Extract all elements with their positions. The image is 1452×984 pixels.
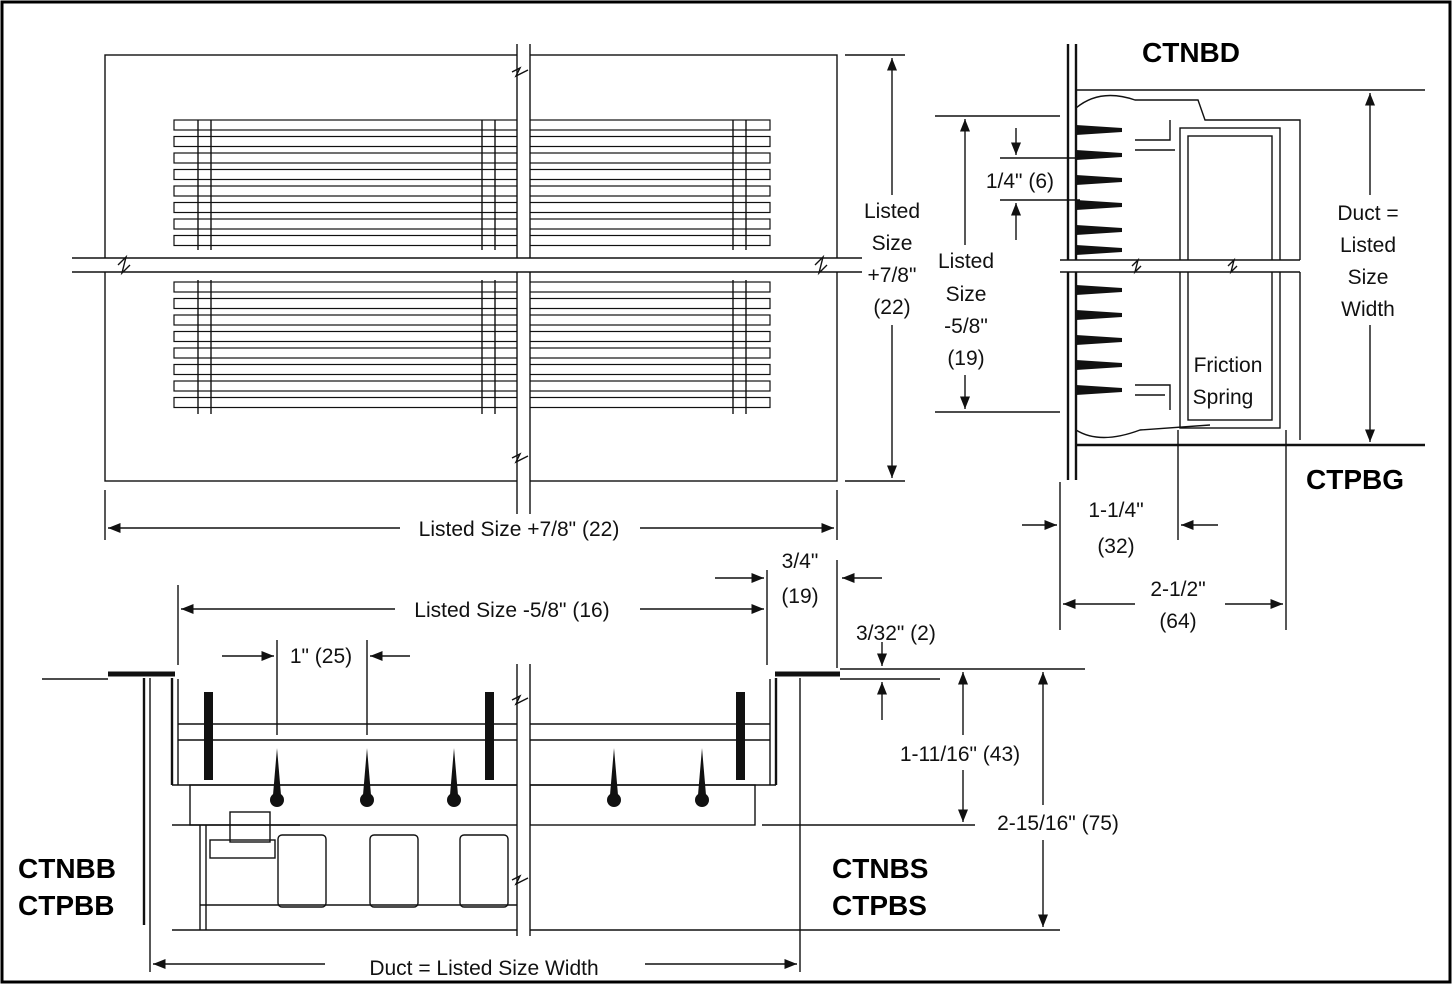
- dim-front-height-plus: Listed Size +7/8" (22): [845, 54, 920, 482]
- section-blade: [698, 748, 706, 795]
- model-label-ctnbd: CTNBD: [1142, 37, 1240, 68]
- blade: [173, 201, 771, 214]
- blade: [173, 152, 771, 164]
- duct-width-side-line4: Width: [1341, 298, 1395, 321]
- section-blade-pivot: [695, 793, 709, 807]
- section-blade-tips: [270, 748, 709, 807]
- flange-line1: 3/4": [782, 550, 819, 573]
- blade: [173, 314, 771, 326]
- dim-front-width-minus: Listed Size -5/8" (16): [177, 570, 768, 665]
- side-blade-wedge: [1076, 175, 1122, 185]
- model-label-ctpbs: CTPBS: [832, 890, 927, 921]
- blade-spacing-label: 1/4" (6): [986, 170, 1054, 193]
- front-view: [72, 44, 862, 514]
- front-width-minus-label: Listed Size -5/8" (16): [414, 599, 609, 622]
- side-blade-wedge: [1076, 245, 1122, 255]
- side-blade-wedge: [1076, 200, 1122, 210]
- dim-duct-width-bottom: Duct = Listed Size Width: [149, 930, 801, 980]
- duct-width-side-line3: Size: [1348, 266, 1389, 289]
- side-blade-wedges: [1076, 125, 1122, 395]
- dim-flange-thickness: 3/32" (2): [856, 622, 936, 720]
- side-height-minus-line3: -5/8": [944, 315, 988, 338]
- section-blade-pivot: [360, 793, 374, 807]
- friction-spring-note: Friction Spring: [1193, 354, 1263, 409]
- side-blade-wedge: [1076, 335, 1122, 345]
- blade: [173, 281, 771, 293]
- front-height-plus-line2: Size: [872, 232, 913, 255]
- side-blade-wedge: [1076, 360, 1122, 370]
- dim-duct-width-side: Duct = Listed Size Width: [1337, 93, 1399, 442]
- depth-short-line1: 1-1/4": [1088, 499, 1143, 522]
- side-height-minus-line4: (19): [947, 347, 984, 370]
- model-label-ctpbg: CTPBG: [1306, 464, 1404, 495]
- break-mark: [511, 66, 529, 78]
- dim-side-depth-long: 2-1/2" (64): [1063, 430, 1287, 633]
- section-blade: [610, 748, 618, 795]
- section-view: [42, 664, 1085, 936]
- blade-group-top: [173, 119, 771, 247]
- duct-width-side-line2: Listed: [1340, 234, 1396, 257]
- front-height-plus-line4: (22): [873, 296, 910, 319]
- section-blade: [273, 748, 281, 795]
- model-label-ctnbb: CTNBB: [18, 853, 116, 884]
- dim-blade-pitch: 1" (25): [222, 640, 410, 735]
- model-label-ctpbb: CTPBB: [18, 890, 114, 921]
- blade: [173, 135, 771, 148]
- blade: [173, 119, 771, 131]
- side-view: [1060, 44, 1425, 480]
- front-width-plus-label: Listed Size +7/8" (22): [419, 518, 620, 541]
- duct-width-side-line1: Duct =: [1337, 202, 1398, 225]
- blade: [173, 234, 771, 247]
- duct-width-bottom-label: Duct = Listed Size Width: [369, 957, 598, 980]
- blade: [173, 168, 771, 181]
- dim-front-width-plus: Listed Size +7/8" (22): [104, 490, 838, 541]
- side-blade-wedge: [1076, 285, 1122, 295]
- section-blade-pivot: [270, 793, 284, 807]
- blade: [173, 380, 771, 392]
- flange-thickness-label: 3/32" (2): [856, 622, 936, 645]
- friction-spring-line2: Spring: [1193, 386, 1254, 409]
- blade-group-bottom: [173, 281, 771, 409]
- depth-long-line2: (64): [1159, 610, 1196, 633]
- side-blade-wedge: [1076, 310, 1122, 320]
- side-blade-wedge: [1076, 125, 1122, 135]
- side-height-minus-line1: Listed: [938, 250, 994, 273]
- friction-spring-line1: Friction: [1194, 354, 1263, 377]
- dim-section-depth-long: 2-15/16" (75): [997, 672, 1119, 927]
- blade-supports: [197, 120, 747, 414]
- section-blade-pivot: [607, 793, 621, 807]
- depth-long-line1: 2-1/2": [1150, 578, 1205, 601]
- section-blade: [363, 748, 371, 795]
- blade: [173, 347, 771, 359]
- section-depth-long-label: 2-15/16" (75): [997, 812, 1119, 835]
- side-blade-wedge: [1076, 150, 1122, 160]
- blade-pitch-label: 1" (25): [290, 645, 352, 668]
- section-depth-short-label: 1-11/16" (43): [900, 743, 1020, 766]
- side-blade-wedge: [1076, 385, 1122, 395]
- flange-line2: (19): [781, 585, 818, 608]
- side-height-minus-line2: Size: [946, 283, 987, 306]
- model-label-ctnbs: CTNBS: [832, 853, 928, 884]
- side-blade-wedge: [1076, 225, 1122, 235]
- dim-blade-spacing: 1/4" (6): [986, 128, 1080, 240]
- section-blade-pivot: [447, 793, 461, 807]
- blade: [173, 396, 771, 409]
- dim-section-depth-short: 1-11/16" (43): [762, 672, 1020, 826]
- dim-side-height-minus: Listed Size -5/8" (19): [935, 115, 1060, 413]
- depth-short-line2: (32): [1097, 535, 1134, 558]
- blade: [173, 297, 771, 310]
- blade: [173, 218, 771, 230]
- section-blade: [450, 748, 458, 795]
- blade: [173, 185, 771, 197]
- front-height-plus-line3: +7/8": [868, 264, 917, 287]
- dim-flange: 3/4" (19): [715, 550, 882, 668]
- blade: [173, 363, 771, 376]
- blade: [173, 330, 771, 343]
- dim-side-depth-short: 1-1/4" (32): [1022, 430, 1218, 630]
- front-height-plus-line1: Listed: [864, 200, 920, 223]
